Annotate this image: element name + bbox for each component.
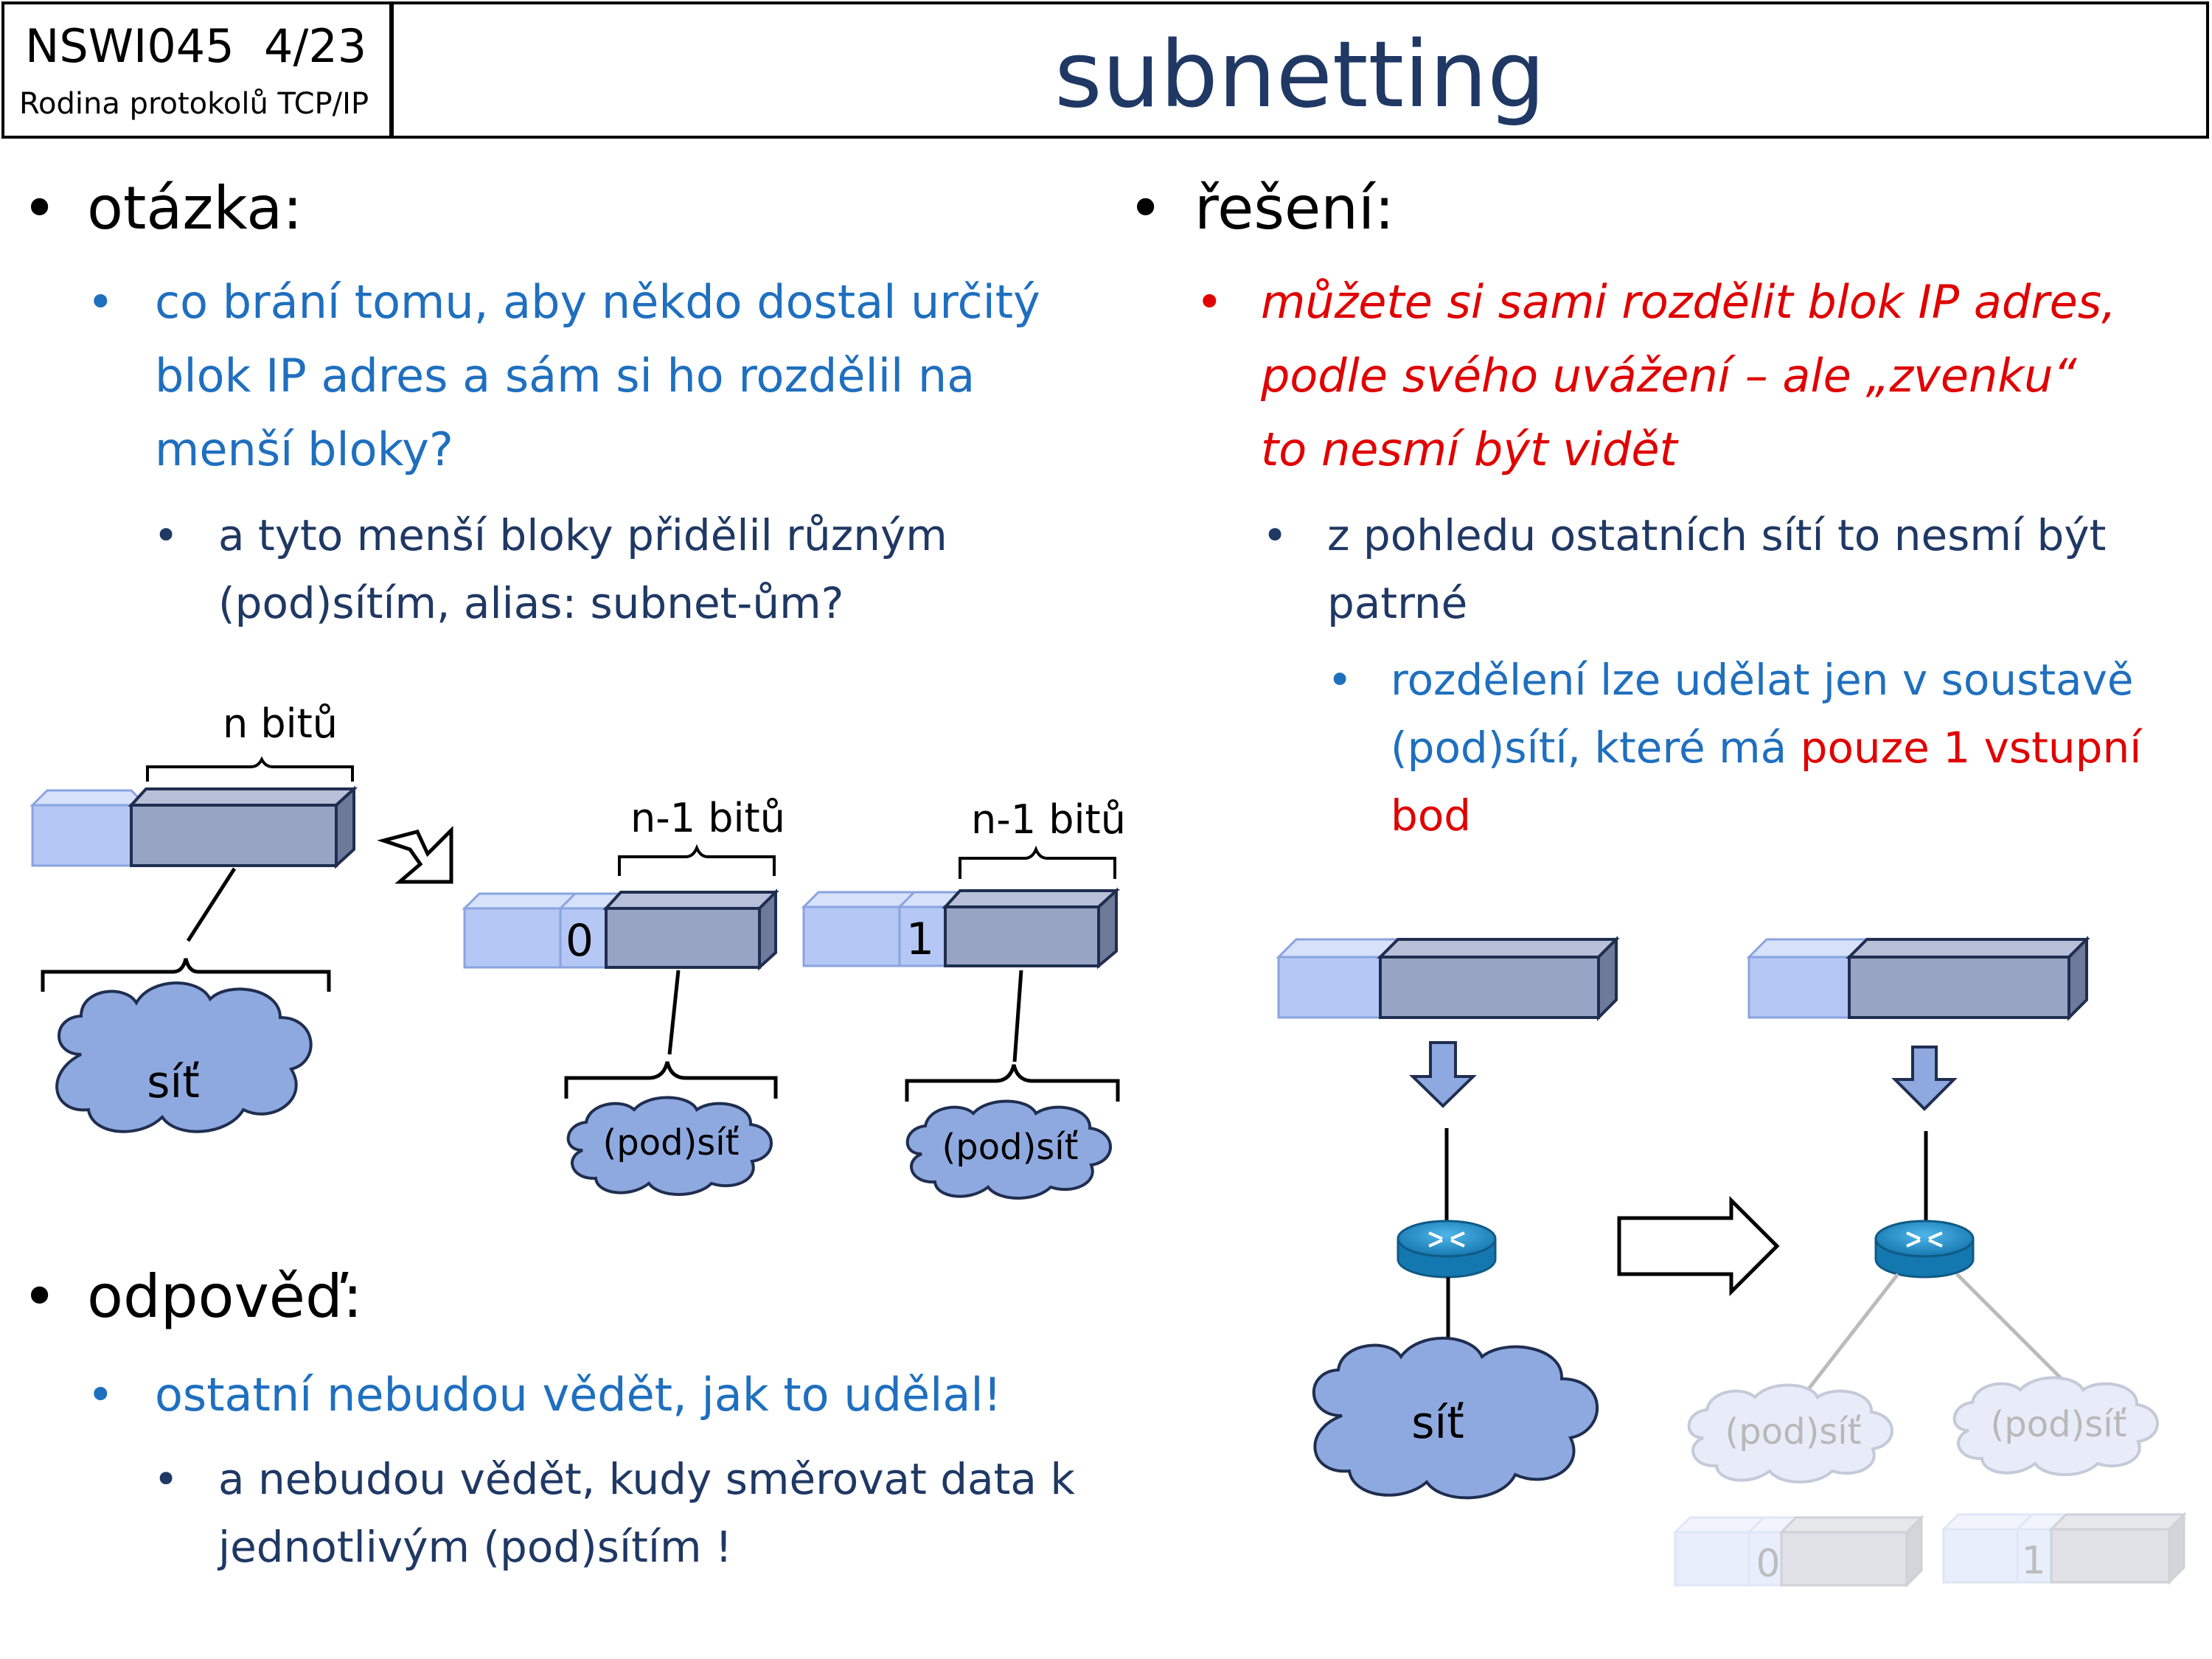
header-info-box: NSWI045 4/23 Rodina protokolů TCP/IP (1, 1, 392, 139)
solution-line-2: podle svého uvážení – ale „zvenku“ (1261, 349, 2077, 403)
solution-line-1: můžete si sami rozdělit blok IP adres, (1261, 275, 2116, 329)
subnet-label-faded-0: (pod)síť (1725, 1411, 1862, 1453)
address-block-subnet-1 (801, 887, 1121, 970)
bullet-dot: • (1196, 275, 1223, 329)
address-block-external (1276, 936, 1620, 1021)
n1-bits-label-1: n-1 bitů (971, 796, 1126, 843)
router-icon (1874, 1220, 1975, 1279)
solution-line-3: to nesmí být vidět (1261, 422, 1677, 476)
connector-line (1012, 970, 1023, 1062)
bullet-dot: • (153, 510, 179, 560)
address-block-faded-1 (1941, 1512, 2187, 1585)
detail-line-3: bod (1391, 790, 1472, 841)
detail-line-2-red: pouze 1 vstupní (1800, 723, 2142, 773)
answer-sub-line-1: a nebudou vědět, kudy směrovat data k (218, 1454, 1075, 1504)
down-arrow (1891, 1046, 1958, 1111)
bullet-dot: • (1128, 174, 1164, 243)
connector-line (1955, 1273, 2070, 1388)
answer-label: odpověď: (87, 1262, 363, 1331)
connector-line (667, 970, 681, 1055)
bullet-dot: • (87, 275, 114, 329)
detail-line-1: rozdělení lze udělat jen v soustavě (1391, 655, 2134, 705)
question-line-3: menší bloky? (155, 422, 453, 476)
solution-sub-line-1: z pohledu ostatních sítí to nesmí být (1327, 510, 2107, 560)
detail-line-2: (pod)sítí, které má pouze 1 vstupní (1391, 714, 2141, 782)
n1-bits-brace-1 (959, 845, 1116, 879)
bullet-dot: • (22, 174, 58, 243)
bullet-dot: • (87, 1368, 114, 1422)
down-arrow (1409, 1041, 1477, 1108)
bullet-dot: • (1327, 655, 1353, 705)
bullet-dot: • (153, 1454, 179, 1504)
bit-0-faded: 0 (1756, 1542, 1780, 1586)
page-number: 4/23 (264, 19, 367, 73)
header-title-box: subnetting (391, 1, 2209, 139)
question-line-2: blok IP adres a sám si ho rozdělil na (155, 349, 975, 403)
bit-0-label: 0 (566, 915, 594, 967)
n-bits-label: n bitů (223, 700, 338, 747)
bullet-dot: • (22, 1262, 58, 1331)
n1-bits-brace-0 (618, 844, 776, 876)
answer-sub-line-2: jednotlivým (pod)sítím ! (218, 1522, 733, 1572)
address-block-original (29, 785, 358, 869)
transform-arrow (1617, 1195, 1780, 1297)
question-line-1: co brání tomu, aby někdo dostal určitý (155, 275, 1040, 329)
bullet-dot: • (1262, 510, 1288, 560)
bit-1-faded: 1 (2021, 1539, 2045, 1583)
question-sub-line-1: a tyto menší bloky přidělil různým (218, 510, 947, 560)
subnet-label-faded-1: (pod)síť (1991, 1404, 2127, 1445)
network-label-external: síť (1411, 1397, 1464, 1449)
subnet-brace-1 (905, 1064, 1120, 1102)
cloud-network-external (1312, 1336, 1599, 1500)
page-title: subnetting (1054, 22, 1545, 128)
address-block-subnet-0 (462, 888, 779, 971)
subnet-brace-0 (564, 1061, 778, 1099)
question-sub-line-2: (pod)sítím, alias: subnet-ům? (218, 578, 844, 628)
router-icon (1397, 1220, 1497, 1279)
subnet-label-0: (pod)síť (603, 1122, 740, 1164)
n1-bits-label-0: n-1 bitů (630, 795, 785, 841)
course-subtitle: Rodina protokolů TCP/IP (19, 87, 369, 121)
address-block-internal (1746, 936, 2090, 1021)
detail-line-2-blue: (pod)sítí, které má (1391, 723, 1801, 773)
course-code: NSWI045 (25, 19, 234, 73)
cloud-subnet-faded-0 (1687, 1383, 1893, 1484)
connector-line (186, 867, 237, 942)
solution-label: řešení: (1194, 174, 1395, 243)
n-bits-brace (146, 756, 354, 782)
question-label: otázka: (87, 174, 303, 243)
split-arrow (377, 825, 453, 884)
cloud-subnet-1 (905, 1099, 1112, 1200)
network-brace (41, 958, 331, 992)
bit-1-label: 1 (906, 914, 934, 965)
cloud-subnet-faded-1 (1952, 1376, 2159, 1476)
address-block-faded-0 (1672, 1514, 1924, 1588)
connector-line (1804, 1273, 1899, 1395)
network-label: síť (147, 1057, 199, 1108)
answer-line: ostatní nebudou vědět, jak to udělal! (155, 1368, 1002, 1422)
solution-sub-line-2: patrné (1327, 578, 1468, 628)
subnet-label-1: (pod)síť (942, 1127, 1079, 1168)
cloud-subnet-0 (566, 1096, 773, 1196)
cloud-network (55, 981, 313, 1133)
